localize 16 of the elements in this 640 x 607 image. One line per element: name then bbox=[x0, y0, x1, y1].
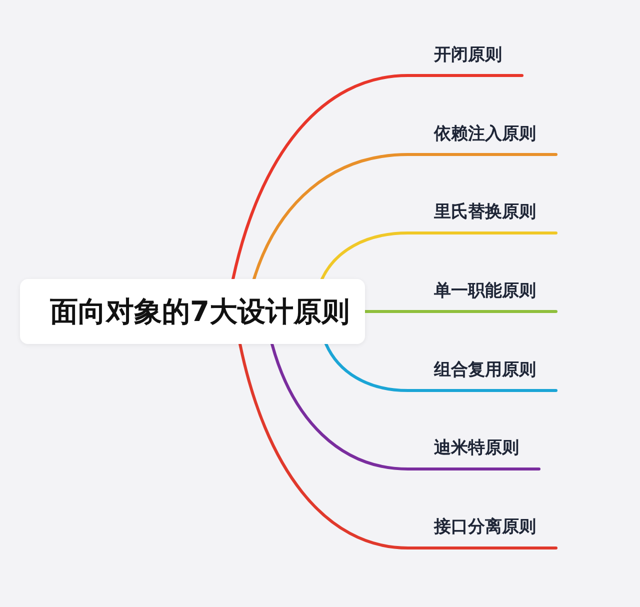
branch-label: 里氏替换原则 bbox=[434, 202, 536, 222]
branch-label: 开闭原则 bbox=[434, 44, 502, 64]
branch-label: 接口分离原则 bbox=[434, 517, 536, 537]
branch-label: 单一职能原则 bbox=[434, 280, 536, 300]
branch-line bbox=[232, 74, 524, 280]
branch-line bbox=[320, 232, 558, 280]
topic-box bbox=[20, 279, 365, 344]
branch-line bbox=[238, 342, 558, 550]
branch-label: 迪米特原则 bbox=[434, 438, 519, 458]
topic-title: 面向对象的7大设计原则 bbox=[50, 294, 350, 328]
branch-line bbox=[270, 342, 540, 470]
branch-label: 组合复用原则 bbox=[434, 360, 536, 380]
branch-line bbox=[324, 342, 558, 392]
branch-line bbox=[252, 153, 558, 280]
branch-line bbox=[364, 310, 558, 313]
branch-label: 依赖注入原则 bbox=[434, 124, 536, 144]
